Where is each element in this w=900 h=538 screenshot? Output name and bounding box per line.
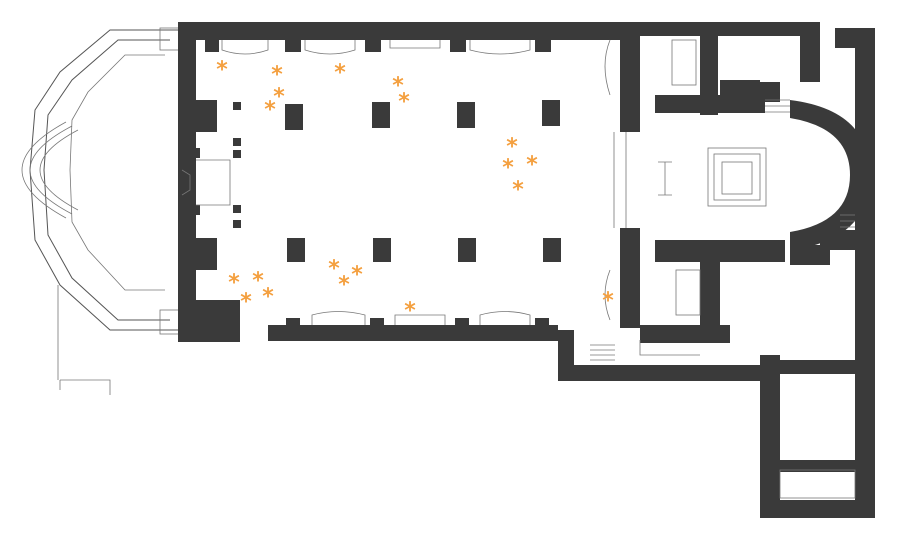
- asterisk-marker: *: [334, 61, 346, 86]
- nave-piers: [192, 100, 561, 262]
- asterisk-marker: *: [526, 153, 538, 178]
- asterisk-marker: *: [216, 58, 228, 83]
- west-apse-outline: [21, 27, 181, 395]
- asterisk-marker: *: [512, 178, 524, 203]
- asterisk-marker: *: [228, 271, 240, 296]
- marker-layer: ********************: [216, 58, 614, 324]
- east-annex: [558, 22, 875, 518]
- asterisk-marker: *: [404, 299, 416, 324]
- asterisk-marker: *: [328, 257, 340, 282]
- nave-walls: [178, 22, 640, 342]
- asterisk-marker: *: [506, 135, 518, 160]
- chancel: [604, 22, 870, 343]
- asterisk-marker: *: [602, 289, 614, 314]
- asterisk-marker: *: [262, 285, 274, 310]
- asterisk-marker: *: [502, 156, 514, 181]
- asterisk-marker: *: [271, 63, 283, 88]
- asterisk-marker: *: [392, 74, 404, 99]
- asterisk-marker: *: [240, 290, 252, 315]
- asterisk-marker: *: [398, 90, 410, 115]
- side-altars: [181, 40, 531, 325]
- asterisk-marker: *: [351, 263, 363, 288]
- asterisk-marker: *: [264, 98, 276, 123]
- asterisk-marker: *: [338, 273, 350, 298]
- asterisk-marker: *: [252, 269, 264, 294]
- asterisk-marker: *: [273, 85, 285, 110]
